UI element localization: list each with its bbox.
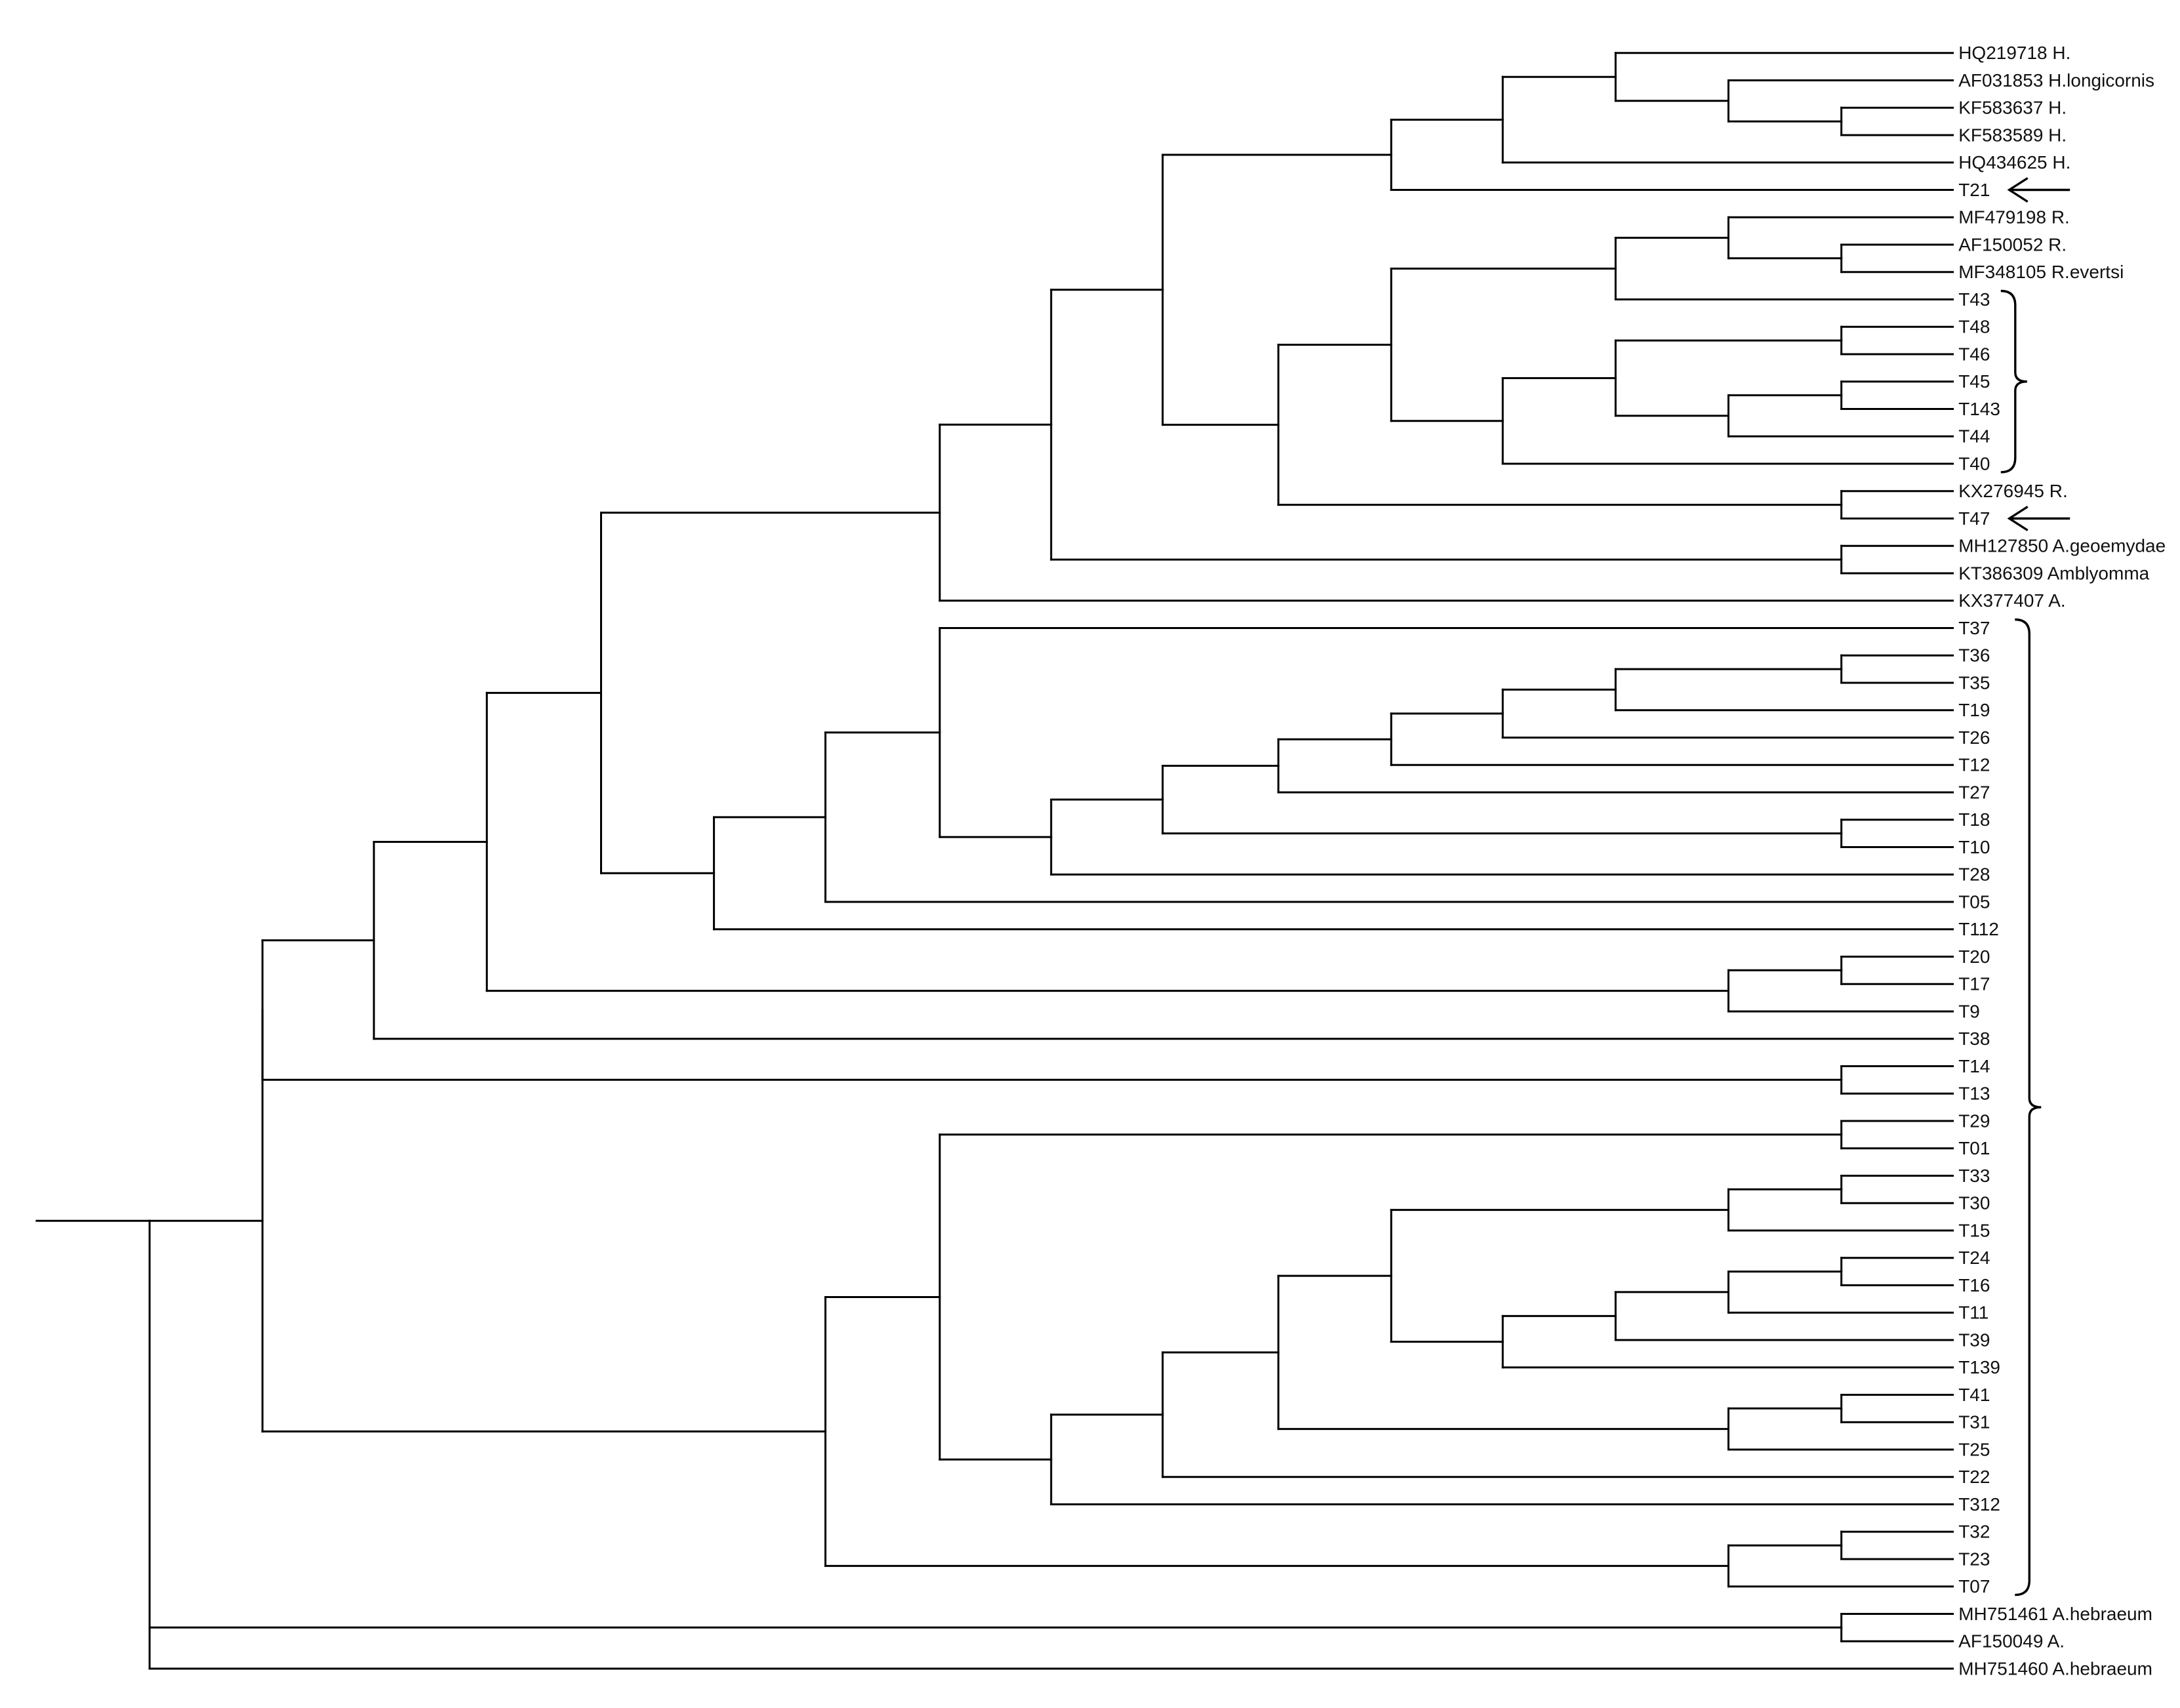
leaf-label: T32 — [1958, 1522, 1990, 1542]
leaf-label: T30 — [1958, 1193, 1990, 1213]
leaf-label: T47 — [1958, 508, 1990, 529]
leaf-label: KF583637 H. — [1958, 98, 2067, 118]
leaf-label: AF031853 H.longicornis — [1958, 70, 2154, 91]
leaf-label: MH751461 A.hebraeum — [1958, 1604, 2152, 1624]
leaf-label: MH127850 A.geoemydae — [1958, 536, 2166, 556]
leaf-label: T143 — [1958, 399, 2000, 419]
leaf-label: T21 — [1958, 180, 1990, 200]
leaf-label: T24 — [1958, 1248, 1990, 1268]
leaf-label: T05 — [1958, 892, 1990, 912]
leaf-label: MH751460 A.hebraeum — [1958, 1659, 2152, 1679]
leaf-label: T19 — [1958, 700, 1990, 720]
leaf-label: KX377407 A. — [1958, 590, 2065, 611]
leaf-label: T43 — [1958, 289, 1990, 310]
leaf-label: T45 — [1958, 371, 1990, 392]
leaf-label: T46 — [1958, 344, 1990, 365]
leaf-label: KF583589 H. — [1958, 125, 2067, 146]
leaf-label: T28 — [1958, 864, 1990, 885]
arrow-marker — [2007, 177, 2070, 203]
leaf-label: T31 — [1958, 1412, 1990, 1433]
group-bracket — [2000, 289, 2027, 474]
leaf-label: T38 — [1958, 1028, 1990, 1049]
leaf-label: AF150049 A. — [1958, 1631, 2065, 1652]
leaf-label: T17 — [1958, 974, 1990, 994]
leaf-label: T36 — [1958, 645, 1990, 666]
leaf-label: T15 — [1958, 1221, 1990, 1241]
leaf-label: T18 — [1958, 809, 1990, 830]
leaf-label: MF479198 R. — [1958, 207, 2070, 228]
leaf-label: KX276945 R. — [1958, 481, 2068, 501]
leaf-label: T12 — [1958, 755, 1990, 775]
leaf-label: T13 — [1958, 1084, 1990, 1104]
leaf-label: T07 — [1958, 1576, 1990, 1596]
leaf-label: T40 — [1958, 454, 1990, 474]
leaf-label: KT386309 Amblyomma — [1958, 563, 2149, 584]
leaf-label: MF348105 R.evertsi — [1958, 262, 2124, 282]
leaf-label: T33 — [1958, 1166, 1990, 1186]
leaf-label: T35 — [1958, 673, 1990, 693]
annotation-marks — [2000, 177, 2070, 1596]
leaf-label: T9 — [1958, 1002, 1980, 1022]
leaf-label: T26 — [1958, 727, 1990, 748]
leaf-label: T25 — [1958, 1440, 1990, 1460]
arrow-marker — [2007, 506, 2070, 531]
leaf-label: HQ434625 H. — [1958, 152, 2070, 173]
leaf-label: T39 — [1958, 1330, 1990, 1351]
leaf-label: T01 — [1958, 1138, 1990, 1158]
leaf-label: T139 — [1958, 1357, 2000, 1377]
leaf-label: T312 — [1958, 1494, 2000, 1515]
leaf-label: T112 — [1958, 919, 1999, 939]
leaf-label: T37 — [1958, 618, 1990, 638]
leaf-label: T27 — [1958, 783, 1990, 803]
leaf-label: T20 — [1958, 946, 1990, 967]
leaf-label: AF150052 R. — [1958, 235, 2067, 255]
leaf-label: T23 — [1958, 1549, 1990, 1570]
tree-branches — [35, 52, 1954, 1670]
leaf-label: T10 — [1958, 837, 1990, 857]
leaf-label: T29 — [1958, 1111, 1990, 1131]
leaf-label: T11 — [1958, 1303, 1988, 1323]
leaf-labels: HQ219718 H. AF031853 H.longicornisKF58363… — [1958, 43, 2166, 1678]
leaf-label: T44 — [1958, 426, 1990, 447]
leaf-label: T48 — [1958, 317, 1990, 337]
leaf-label: T22 — [1958, 1467, 1990, 1487]
group-bracket — [2015, 618, 2042, 1596]
leaf-label: T41 — [1958, 1385, 1990, 1405]
leaf-label: HQ219718 H. — [1958, 43, 2070, 63]
leaf-label: T16 — [1958, 1275, 1990, 1295]
leaf-label: T14 — [1958, 1056, 1990, 1076]
